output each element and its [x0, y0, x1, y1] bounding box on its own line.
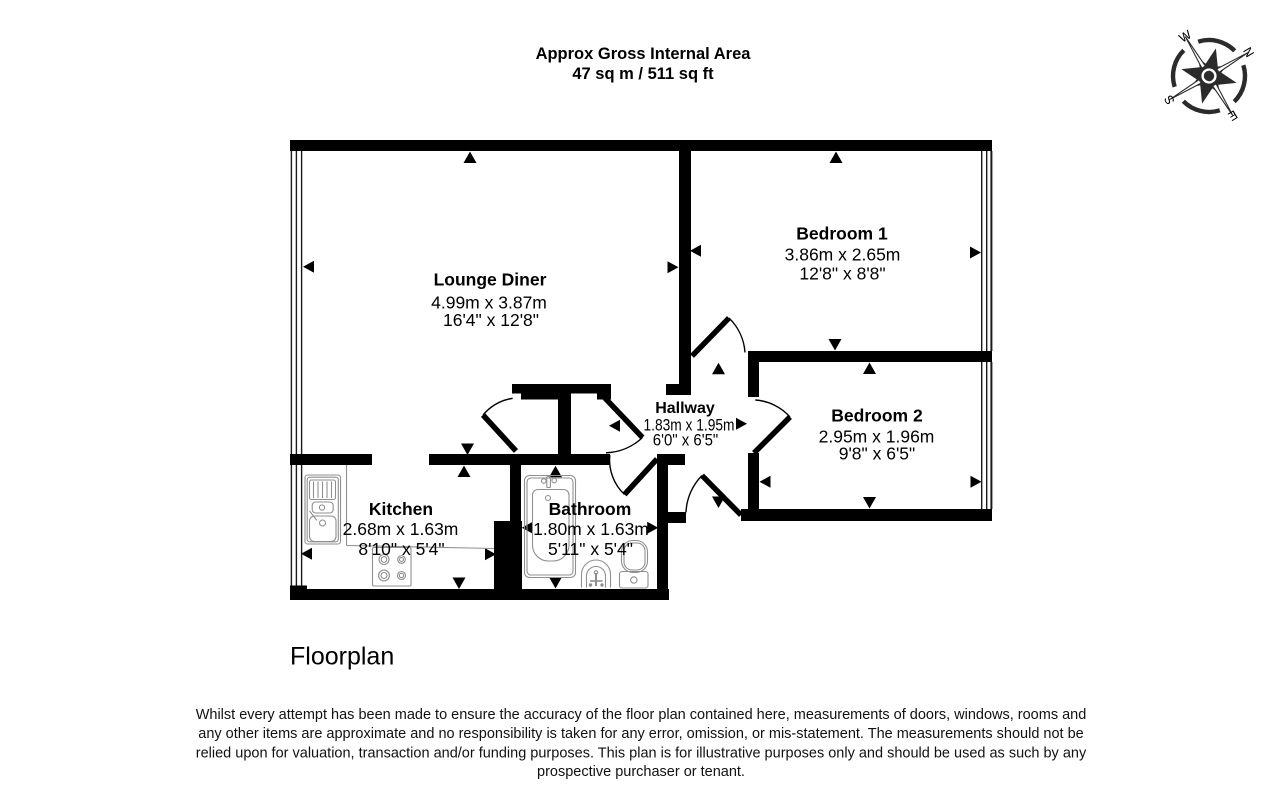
svg-text:3.86m x 2.65m: 3.86m x 2.65m	[785, 245, 901, 265]
svg-text:Bathroom: Bathroom	[549, 499, 632, 519]
svg-text:Kitchen: Kitchen	[369, 499, 433, 519]
svg-text:16'4" x 12'8": 16'4" x 12'8"	[443, 310, 539, 330]
svg-text:Bedroom 2: Bedroom 2	[831, 406, 923, 426]
svg-text:12'8" x 8'8": 12'8" x 8'8"	[799, 264, 885, 284]
svg-text:2.95m x 1.96m: 2.95m x 1.96m	[819, 427, 935, 447]
svg-text:4.99m x 3.87m: 4.99m x 3.87m	[431, 293, 547, 313]
svg-text:2.68m x 1.63m: 2.68m x 1.63m	[343, 519, 459, 539]
svg-text:Hallway: Hallway	[655, 400, 715, 417]
svg-text:relied upon for valuation, tra: relied upon for valuation, transaction a…	[196, 746, 1087, 762]
svg-text:Floorplan: Floorplan	[290, 643, 394, 671]
svg-text:any other items are approximat: any other items are approximate and no r…	[198, 726, 1083, 742]
svg-text:Lounge Diner: Lounge Diner	[434, 270, 547, 290]
svg-text:8'10" x 5'4": 8'10" x 5'4"	[358, 539, 444, 559]
svg-text:1.83m x 1.95m: 1.83m x 1.95m	[644, 416, 735, 435]
svg-text:prospective purchaser or tenan: prospective purchaser or tenant.	[537, 764, 745, 780]
svg-text:Whilst every attempt has been: Whilst every attempt has been made to en…	[196, 707, 1087, 723]
svg-text:6'0" x 6'5": 6'0" x 6'5"	[653, 431, 719, 450]
svg-text:47 sq m / 511 sq ft: 47 sq m / 511 sq ft	[572, 65, 714, 83]
svg-text:9'8" x 6'5": 9'8" x 6'5"	[839, 444, 916, 464]
svg-text:5'11" x 5'4": 5'11" x 5'4"	[548, 539, 633, 559]
svg-text:1.80m x 1.63m: 1.80m x 1.63m	[533, 519, 649, 539]
svg-text:Bedroom 1: Bedroom 1	[796, 224, 888, 244]
svg-text:Approx Gross Internal Area: Approx Gross Internal Area	[536, 45, 752, 63]
